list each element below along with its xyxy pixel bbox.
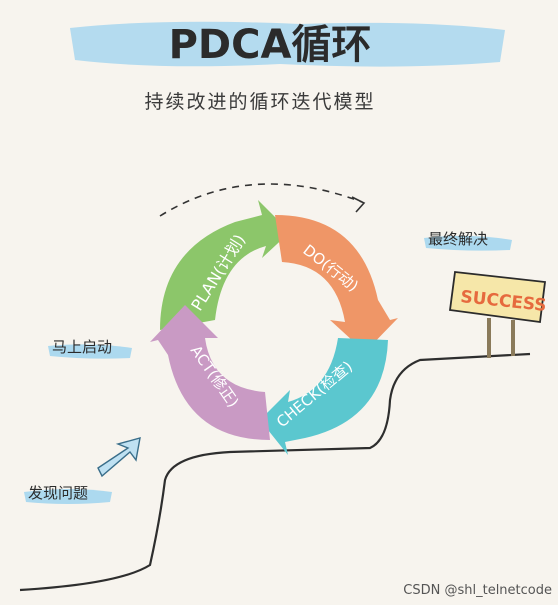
plan-segment xyxy=(160,200,290,330)
title-highlight xyxy=(70,21,505,67)
step-start: 马上启动 xyxy=(52,338,112,356)
do-segment xyxy=(275,215,398,352)
check-segment xyxy=(260,338,388,455)
watermark: CSDN @shl_telnetcode xyxy=(403,583,552,598)
success-sign: SUCCESS xyxy=(448,271,547,358)
page-subtitle: 持续改进的循环迭代模型 xyxy=(144,91,375,113)
highlight-problem xyxy=(24,489,112,504)
dashed-arc-head xyxy=(351,196,366,213)
step-problem: 发现问题 xyxy=(28,484,88,502)
start-arrow-icon xyxy=(97,437,141,478)
highlight-start xyxy=(48,344,132,359)
pdca-cycle: PLAN(计划) DO(行动) CHECK(检查) ACT(修正) xyxy=(150,200,398,455)
act-segment xyxy=(150,305,270,440)
staircase-line xyxy=(19,352,531,592)
step-final: 最终解决 xyxy=(428,230,488,248)
cycle-center xyxy=(222,276,326,380)
highlight-final xyxy=(424,235,512,251)
page-title: PDCA循环 xyxy=(169,22,372,68)
